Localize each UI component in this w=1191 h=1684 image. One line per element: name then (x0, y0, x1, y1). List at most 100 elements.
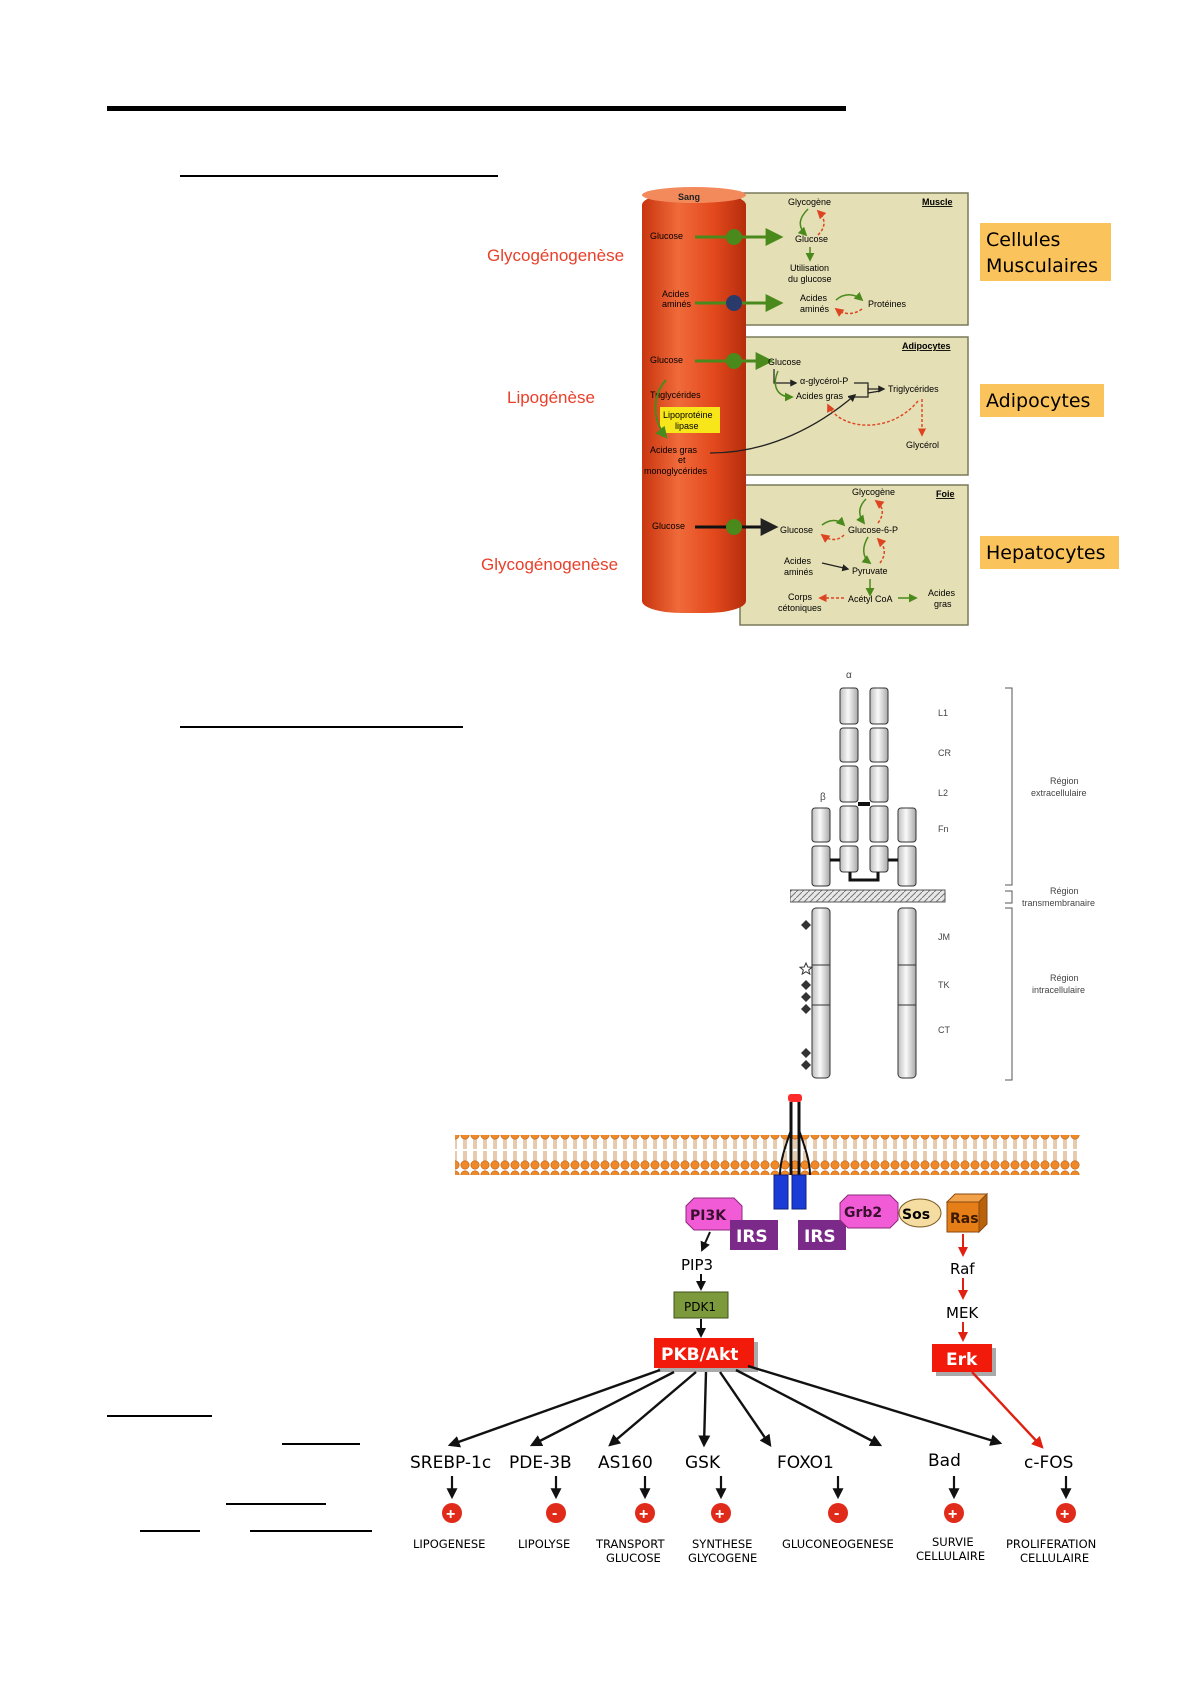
adipo-triglycerides: Triglycérides (888, 384, 939, 394)
liver-panel (739, 484, 969, 626)
domain-jm: JM (938, 932, 950, 942)
adipo-glucose: Glucose (768, 357, 801, 367)
adipo-glycerol-p: α-glycérol-P (800, 376, 848, 386)
irs-right-label: IRS (804, 1227, 836, 1247)
alpha-label: α (846, 670, 852, 681)
adipocyte-panel (739, 336, 969, 476)
blood-label: Sang (678, 192, 700, 202)
erk-to-cfos-arrow (971, 1371, 1044, 1449)
sign-lipogenese: + (446, 1506, 455, 1523)
label-hepatocytes: Hepatocytes (986, 542, 1105, 564)
insulin-receptor (773, 1094, 811, 1210)
muscle-proteines: Protéines (868, 299, 907, 309)
membrane-band (790, 889, 946, 903)
blood-acides-gras: Acides gras (650, 445, 698, 455)
blood-amines-1: aminés (662, 299, 692, 309)
label-glycogenogenese-2: Glycogénogenèse (481, 555, 618, 574)
ras-label: Ras (950, 1211, 979, 1227)
blood-acides-1: Acides (662, 289, 690, 299)
beta-right-ext-1 (897, 807, 917, 843)
region-trans-1: Région (1050, 886, 1079, 896)
region-intra-2: intracellulaire (1032, 985, 1085, 995)
foie-glycogene: Glycogène (852, 487, 895, 497)
muscle-acides: Acides (800, 293, 828, 303)
domain-cr: CR (938, 748, 951, 758)
target-pde3b: PDE-3B (509, 1453, 572, 1473)
foie-g6p: Glucose-6-P (848, 525, 898, 535)
region-extra-1: Région (1050, 776, 1079, 786)
lipoprot-label: Lipoprotéine (663, 410, 713, 420)
target-foxo1: FOXO1 (777, 1453, 834, 1473)
alpha-chain-left (839, 687, 859, 873)
domain-tk: TK (938, 980, 950, 990)
blood-glucose-2: Glucose (650, 355, 683, 365)
foie-acides: Acides (784, 556, 812, 566)
sign-gluconeogenese: - (834, 1505, 839, 1522)
beta-left-ext-1 (811, 807, 831, 843)
section-rule-1 (180, 175, 498, 177)
muscle-utilisation: Utilisation (790, 263, 829, 273)
foie-acetyl-coa: Acétyl CoA (848, 594, 893, 604)
beta-left-ext-2 (811, 845, 831, 887)
akt-target-arrows (447, 1364, 1003, 1448)
note-rule-2 (282, 1443, 360, 1445)
lipoprotein-lipase-box (660, 407, 720, 433)
label-adipocytes: Adipocytes (986, 390, 1090, 412)
foie-pyruvate: Pyruvate (852, 566, 888, 576)
foie-cetoniques: cétoniques (778, 603, 822, 613)
pip3-label: PIP3 (681, 1256, 713, 1274)
adipo-glycerol: Glycérol (906, 440, 939, 450)
label-cellules: Cellules (986, 229, 1060, 251)
pkb-akt-node (654, 1338, 754, 1368)
title-rule (107, 106, 846, 111)
blood-vessel (642, 193, 746, 613)
effect-lipolyse: LIPOLYSE (518, 1537, 570, 1551)
insulin-receptor-structure: α β L1 CR L2 Fn (790, 670, 1095, 1081)
irs-left-label: IRS (736, 1227, 768, 1247)
irs-left-node (730, 1220, 778, 1250)
blood-glucose-3: Glucose (652, 521, 685, 531)
label-glycogenogenese-1: Glycogénogenèse (487, 246, 624, 265)
region-trans-2: transmembranaire (1022, 898, 1095, 908)
pkb-akt-label: PKB/Akt (661, 1345, 738, 1365)
target-cfos: c-FOS (1024, 1453, 1073, 1473)
insulin-signaling-figure: PI3K IRS IRS Grb2 Sos Ras PIP3 PDK1 PKB/… (410, 1094, 1096, 1565)
label-musculaires: Musculaires (986, 255, 1098, 277)
muscle-glucose: Glucose (795, 234, 828, 244)
muscle-title: Muscle (922, 197, 953, 207)
effect-survie: SURVIE (932, 1535, 974, 1549)
effect-cellulaire-2: CELLULAIRE (1020, 1551, 1089, 1565)
beta-right-ext-2 (897, 845, 917, 887)
effect-cellulaire-1: CELLULAIRE (916, 1549, 985, 1563)
pdk1-node (673, 1291, 729, 1319)
effect-proliferation: PROLIFERATION (1006, 1537, 1096, 1551)
lipid-bilayer (455, 1135, 1080, 1175)
beta-label: β (820, 792, 826, 803)
muscle-cell-label-box (980, 223, 1111, 281)
lipase-label: lipase (675, 421, 699, 431)
sos-label: Sos (902, 1207, 930, 1223)
raf-label: Raf (950, 1260, 975, 1278)
note-rule-1 (107, 1415, 212, 1417)
region-intra-1: Région (1050, 973, 1079, 983)
effect-glucose: GLUCOSE (606, 1551, 661, 1565)
target-down-arrows (446, 1476, 1072, 1500)
pdk1-label: PDK1 (684, 1300, 716, 1314)
sign-transport: + (639, 1506, 648, 1523)
foie-corps: Corps (788, 592, 813, 602)
muscle-panel (739, 192, 969, 326)
erk-label: Erk (946, 1350, 978, 1370)
note-rule-3 (226, 1503, 326, 1505)
beta-right-int (897, 907, 917, 1079)
region-extra-2: extracellulaire (1031, 788, 1087, 798)
sign-synthese: + (715, 1506, 724, 1523)
domain-l1: L1 (938, 708, 948, 718)
adipo-title: Adipocytes (902, 341, 951, 351)
sign-lipolyse: - (552, 1505, 557, 1522)
hepatocyte-label-box (980, 536, 1119, 569)
target-as160: AS160 (598, 1453, 653, 1473)
adipo-acides-gras: Acides gras (796, 391, 844, 401)
sos-node (898, 1198, 942, 1228)
blood-monoglycerides: monoglycérides (644, 466, 708, 476)
muscle-du-glucose: du glucose (788, 274, 832, 284)
